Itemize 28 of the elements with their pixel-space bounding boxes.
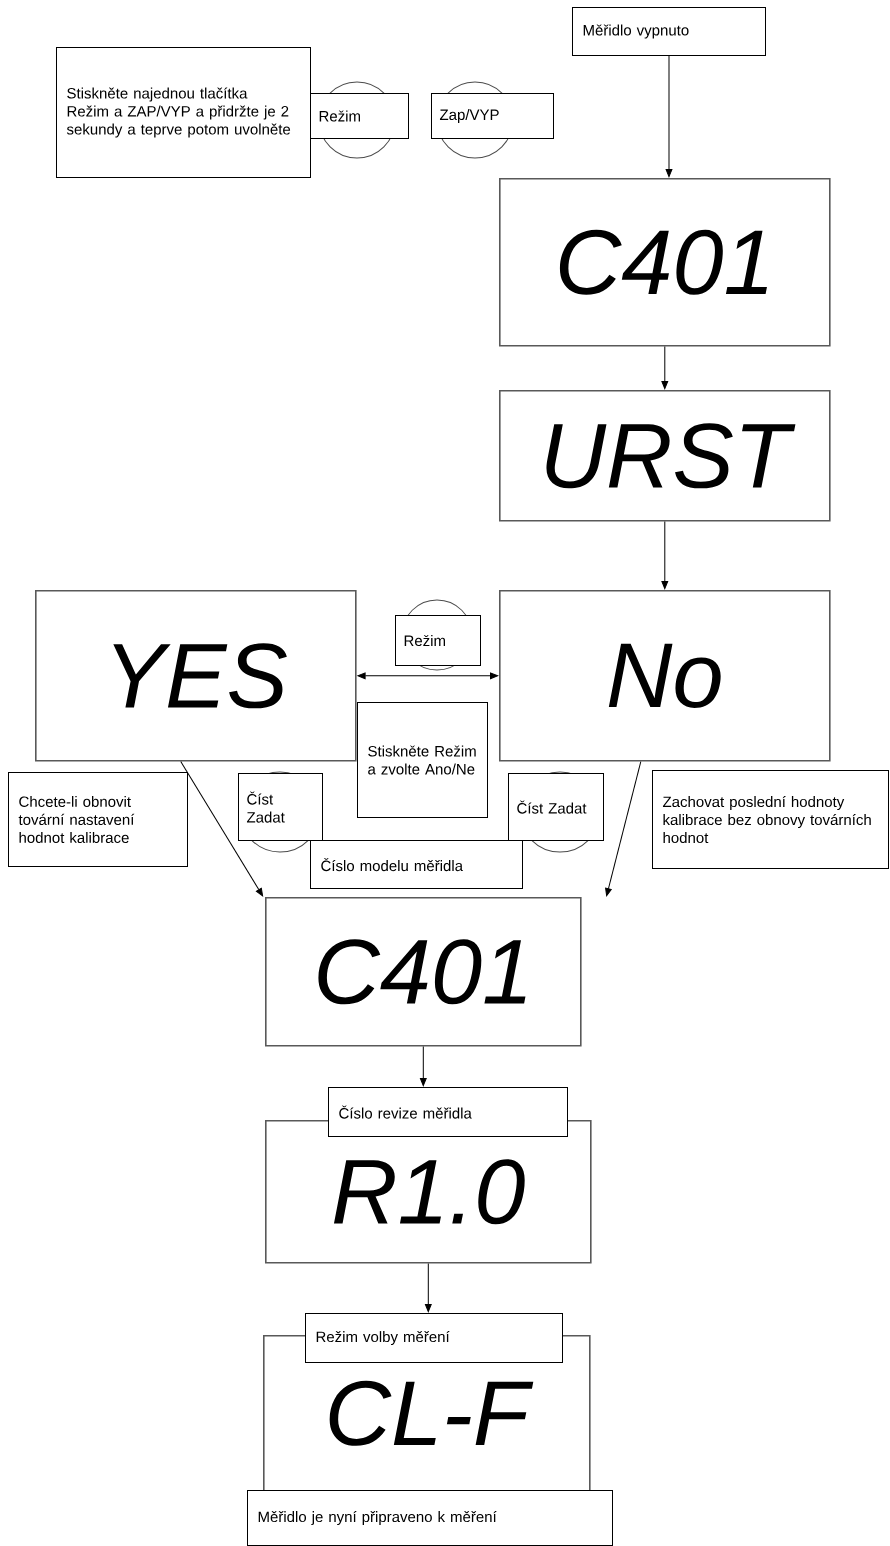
button: Režim: [310, 81, 409, 159]
double-arrow: [357, 672, 499, 680]
lcd-display: URST: [499, 390, 831, 522]
lcd-display: C401: [265, 897, 582, 1047]
callout-box: Měřidlo vypnuto: [572, 7, 766, 56]
callout-box: Měřidlo je nyní připraveno k měření: [247, 1490, 613, 1546]
node-label: Měřidlo je nyní připraveno k měření: [258, 1510, 497, 1526]
callout-box: Zachovat poslední hodnoty kalibrace bez obnovy továrních hodnot: [652, 770, 889, 869]
callout-box: Číslo modelu měřidla: [310, 840, 523, 889]
lcd-display: No: [499, 590, 831, 762]
arrow: [424, 1263, 432, 1313]
arrow: [661, 346, 669, 390]
arrow: [661, 521, 669, 590]
button: Zap/VYP: [431, 81, 554, 159]
callout-box: Číslo revize měřidla: [328, 1087, 568, 1137]
arrow: [605, 761, 642, 897]
callout-box: Režim volby měření: [305, 1313, 563, 1363]
arrow: [665, 55, 673, 178]
lcd-display: C401: [499, 178, 831, 347]
button: Režim: [395, 599, 481, 671]
button: Číst Zadat: [238, 771, 323, 853]
lcd-display: YES: [35, 590, 357, 762]
callout-box: Stiskněte Režim a zvolte Ano/Ne: [357, 702, 488, 818]
button: Číst Zadat: [508, 771, 604, 853]
callout-box: Chcete-li obnovit tovární nastavení hodnot kalibrace: [8, 772, 188, 867]
arrow: [419, 1046, 427, 1087]
callout-box: Stiskněte najednou tlačítka Režim a ZAP/VYP a přidržte je 2 sekundy a teprve potom uvolněte: [56, 47, 311, 178]
arrow: [180, 761, 264, 897]
